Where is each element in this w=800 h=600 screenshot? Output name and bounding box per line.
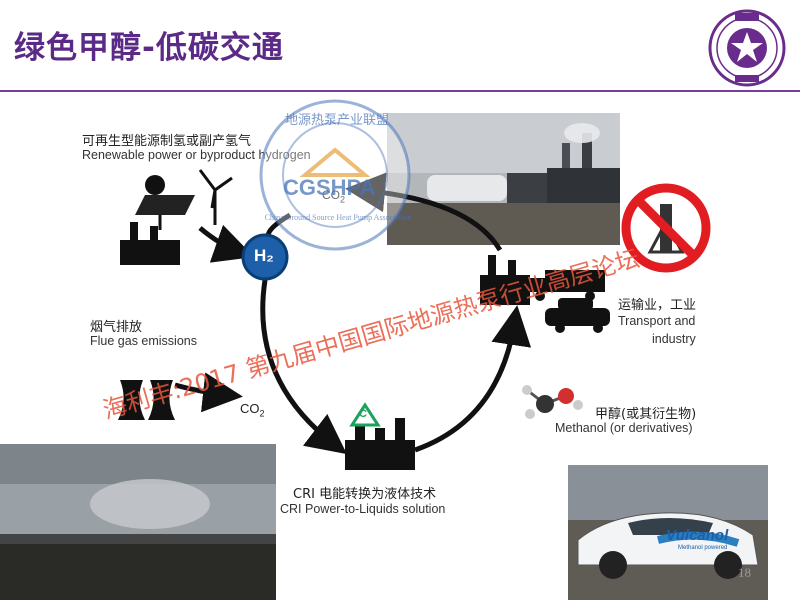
landscape-photo: [0, 444, 276, 600]
cri-plant-icon: [345, 418, 415, 470]
transport-label-en-2: industry: [652, 332, 696, 346]
flue-label-cn: 烟气排放: [90, 320, 143, 335]
co2-top-sub: 2: [340, 194, 345, 204]
car-icon: [545, 298, 610, 333]
co2-mid-sub: 2: [259, 408, 265, 419]
title-divider: [0, 90, 800, 92]
renewable-label-en: Renewable power or byproduct hydrogen: [82, 148, 311, 162]
cooling-tower-icon: [118, 380, 175, 420]
page-number: 18: [738, 565, 751, 580]
renewable-label-cn: 可再生型能源制氢或副产氢气: [82, 134, 252, 149]
methanol-label-en: Methanol (or derivatives): [555, 421, 693, 435]
co2-mid-label: CO2: [240, 401, 265, 419]
stamp-bottom-text: China Ground Source Heat Pump Associatio…: [264, 213, 412, 222]
factory-icon: [120, 222, 180, 265]
refinery-icon: [480, 255, 530, 305]
transport-label-cn: 运输业，工业: [618, 298, 697, 313]
cri-label-en: CRI Power-to-Liquids solution: [280, 502, 446, 516]
methanol-cycle-diagram: [118, 169, 610, 470]
co2-mid-co: CO: [240, 401, 260, 416]
recycle-icon: [349, 402, 381, 427]
co2-top-label: CO2: [322, 188, 345, 204]
solar-panel-icon: [135, 175, 195, 230]
car-brand-text: Vulcanol: [666, 527, 729, 544]
plant-photo: [387, 113, 620, 245]
car-sub-text: Methanol powered: [678, 545, 728, 551]
methanol-label-cn: 甲醇(或其衍生物): [595, 407, 697, 422]
h2-label: H₂: [254, 246, 274, 265]
no-oil-sign-icon: [621, 183, 711, 273]
wind-turbine-icon: [198, 169, 233, 225]
association-stamp: 地源热泵产业联盟 CGSHPA China Ground Source Heat…: [255, 95, 415, 255]
university-seal-logo: [708, 9, 786, 87]
c-symbol: C: [359, 408, 367, 420]
cri-label-cn: CRI 电能转换为液体技术: [293, 487, 437, 502]
h2-badge-icon: [241, 233, 289, 281]
transport-label-en-1: Transport and: [618, 314, 696, 328]
truck-icon: [525, 270, 605, 301]
flue-label-en: Flue gas emissions: [90, 334, 197, 348]
stamp-top-text: 地源热泵产业联盟: [285, 113, 390, 128]
page-title: 绿色甲醇-低碳交通: [14, 30, 284, 66]
co2-top-co: CO: [322, 188, 340, 202]
stamp-center-text: CGSHPA: [283, 175, 376, 200]
vulcanol-car-photo: Vulcanol Methanol powered: [568, 465, 768, 600]
methanol-molecule-icon: [522, 385, 583, 419]
